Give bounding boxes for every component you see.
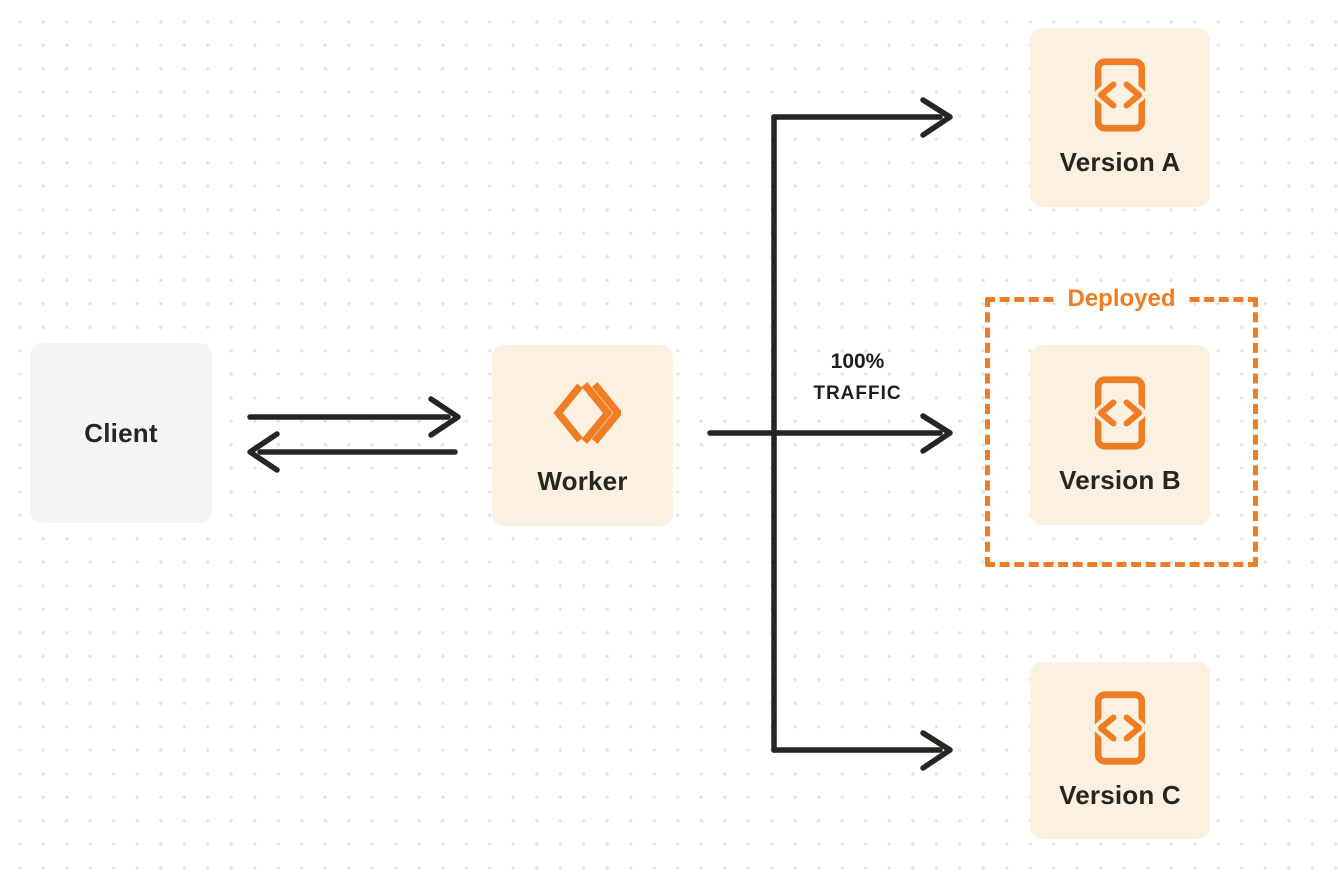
client-node-label: Client: [84, 417, 158, 448]
edge-worker-to-client: [247, 431, 458, 473]
code-file-icon: [1091, 57, 1149, 133]
version-c-node: Version C: [1030, 662, 1210, 839]
version-b-node: Version B: [1030, 345, 1210, 525]
worker-node: Worker: [492, 345, 673, 526]
code-file-icon: [1091, 690, 1149, 766]
edge-worker-to-version-c: [771, 730, 953, 771]
deployed-frame: Deployed: [985, 285, 1258, 567]
traffic-word-text: TRAFFIC: [813, 383, 902, 404]
edge-worker-to-version-b: [771, 413, 953, 454]
version-a-node: Version A: [1030, 28, 1210, 207]
deployed-tag: Deployed: [1055, 285, 1188, 313]
code-file-icon: [1091, 375, 1149, 451]
version-b-node-label: Version B: [1059, 464, 1181, 495]
edge-client-to-worker: [247, 396, 461, 438]
client-node: Client: [30, 343, 212, 523]
traffic-annotation: 100% TRAFFIC: [790, 350, 925, 405]
worker-node-label: Worker: [537, 466, 628, 496]
workers-logo-icon: [545, 374, 621, 452]
version-a-node-label: Version A: [1059, 147, 1181, 177]
edge-worker-to-version-a: [771, 97, 953, 138]
traffic-percent-text: 100%: [830, 350, 885, 373]
edge-branch-trunk: [707, 114, 777, 753]
version-c-node-label: Version C: [1059, 780, 1181, 810]
